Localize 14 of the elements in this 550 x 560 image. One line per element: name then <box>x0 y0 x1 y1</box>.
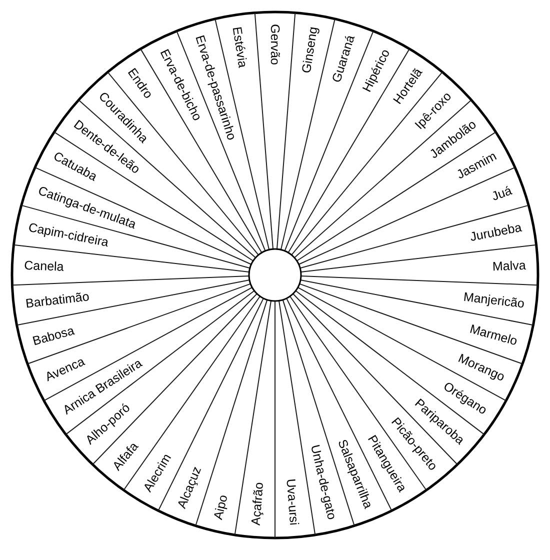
sector-label: Marmelo <box>468 322 519 348</box>
sector-label: Estévia <box>230 26 250 69</box>
sector-label: Uva-ursi <box>284 478 302 526</box>
sector-label: Juá <box>490 184 514 204</box>
sector-label: Canela <box>24 258 64 274</box>
sector-label: Gervão <box>268 24 282 65</box>
sector-label: Manjericão <box>462 290 526 311</box>
sector-label: Barbatimão <box>24 290 90 311</box>
sector-label: Aipo <box>211 493 230 521</box>
sector-label: Açafrão <box>248 482 266 526</box>
sector-label: Babosa <box>31 324 76 348</box>
sector-label: Jurubeba <box>468 220 523 244</box>
sector-label: Ginseng <box>299 26 320 74</box>
sector-label: Malva <box>492 258 526 274</box>
